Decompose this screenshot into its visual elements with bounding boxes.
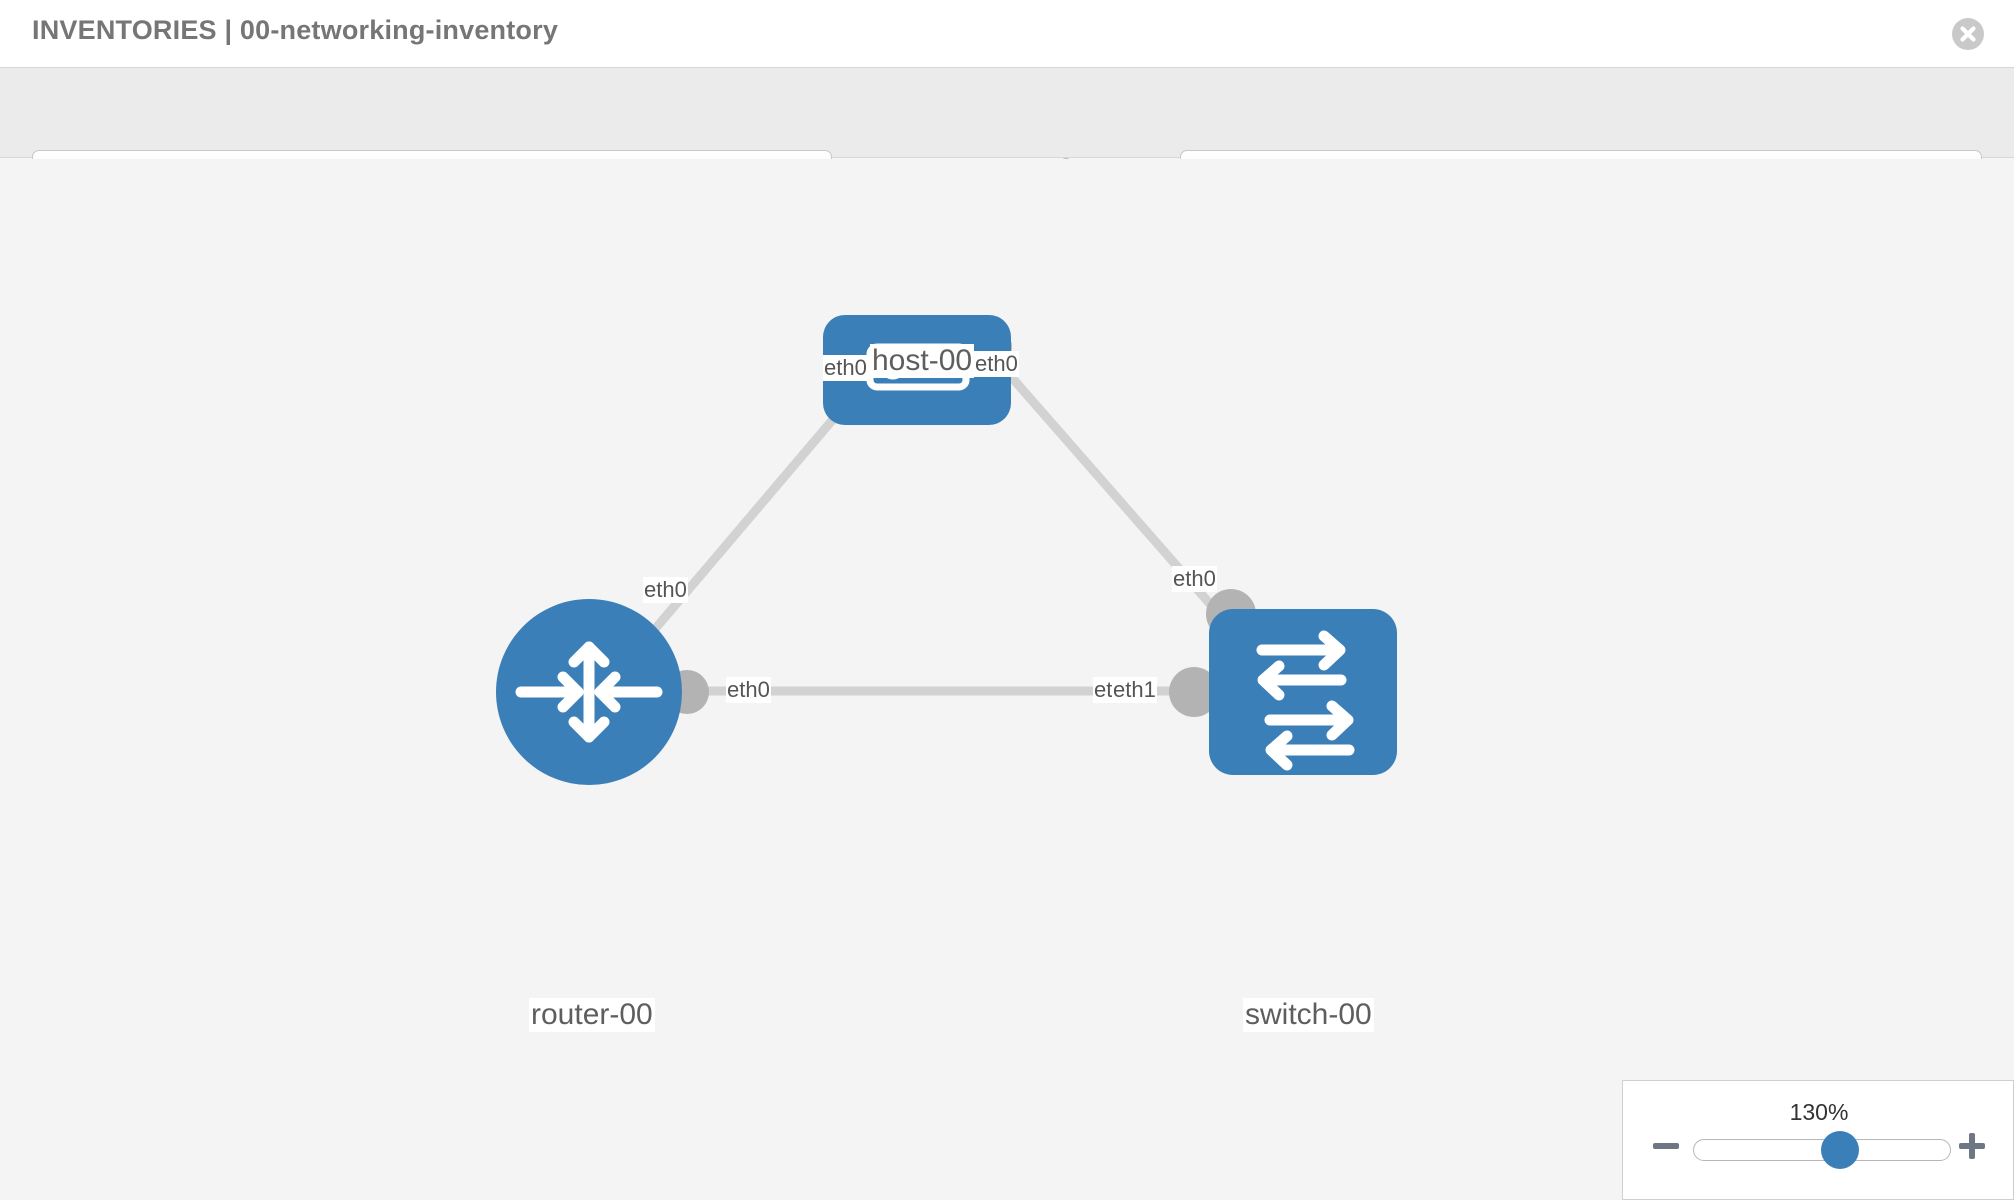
switch-arrows-icon	[1256, 630, 1355, 771]
topology-graph	[496, 315, 1397, 785]
iface-label-switch-eth0-uplink: eth0	[1172, 566, 1217, 592]
iface-label-switch-eth1: eth1	[1112, 677, 1157, 703]
zoom-percent-label: 130%	[1789, 1099, 1849, 1125]
minus-icon[interactable]	[1651, 1131, 1681, 1161]
page-title: INVENTORIES | 00-networking-inventory	[32, 15, 559, 45]
iface-label-host-eth0-right: eth0	[974, 351, 1019, 377]
router-four-arrows-icon	[515, 641, 663, 743]
iface-label-router-eth0-uplink: eth0	[643, 577, 688, 603]
page-header: INVENTORIES | 00-networking-inventory	[0, 0, 2014, 68]
node-label-host: host-00	[870, 344, 975, 378]
close-icon[interactable]	[1952, 18, 1984, 50]
node-label-switch: switch-00	[1243, 998, 1374, 1032]
node-switch-00[interactable]	[1209, 609, 1397, 775]
toolbar: ACTIONS	[0, 68, 2014, 202]
zoom-slider-thumb[interactable]	[1821, 1131, 1859, 1169]
iface-label-router-eth0: eth0	[726, 677, 771, 703]
node-router-00[interactable]	[496, 599, 682, 785]
topology-canvas[interactable]: host-00 router-00 switch-00 eth0 eth0 et…	[0, 159, 2014, 1200]
zoom-control: 130%	[1622, 1080, 2014, 1200]
plus-icon[interactable]	[1957, 1131, 1987, 1161]
node-label-router: router-00	[529, 998, 655, 1032]
iface-label-host-eth0-left: eth0	[823, 355, 868, 381]
port-switch-eth1[interactable]	[1169, 667, 1219, 717]
